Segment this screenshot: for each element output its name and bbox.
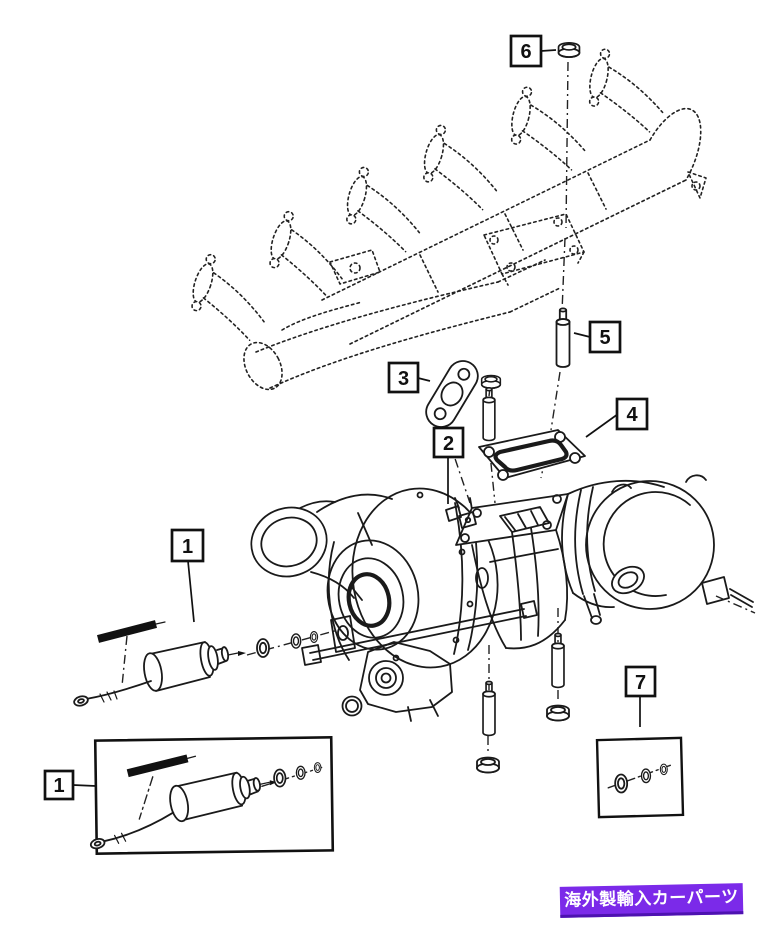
callout-7-number: 7 [635,672,646,694]
callout-2: 2 [432,426,465,459]
assembly-centerlines [121,61,756,752]
callout-5: 5 [588,320,622,354]
callout-1-lower-number: 1 [53,775,64,797]
promo-banner: 海外製輸入カーパーツ [559,883,744,918]
turbocharger-assembly [250,474,754,722]
callout-4: 4 [615,397,649,431]
wastegate-actuator [73,620,319,707]
callouts: 6 5 3 2 4 1 7 1 [43,34,657,801]
callout-1-upper: 1 [170,528,205,563]
exhaust-manifold [182,46,707,391]
compressor-inlet-elbow [250,493,393,601]
callout-4-number: 4 [626,404,638,426]
callout-6-number: 6 [520,41,531,63]
actuator-kit-box [89,736,335,855]
callout-leader-lines [72,49,641,787]
turbine-housing [445,493,569,650]
gasket-part-4 [478,429,586,481]
promo-banner-text: 海外製輸入カーパーツ [564,887,739,910]
exhaust-elbow [561,474,754,625]
hardware-parts [425,41,586,774]
callout-1-upper-number: 1 [182,536,193,558]
gasket-part-3 [425,360,479,428]
callout-6: 6 [509,34,543,68]
callout-3: 3 [387,361,420,394]
stud-part-5 [555,307,571,368]
nut-part-6 [557,41,581,58]
nut-lower-left [476,756,500,774]
callout-2-number: 2 [443,433,454,455]
nut-lower-right [546,704,570,722]
nut-part-2 [480,374,502,389]
oring-kit-box [595,736,685,819]
mounting-bracket [301,600,538,722]
callout-1-lower: 1 [43,769,75,801]
callout-7: 7 [624,665,657,698]
callout-3-number: 3 [398,368,409,390]
callout-5-number: 5 [599,327,610,349]
